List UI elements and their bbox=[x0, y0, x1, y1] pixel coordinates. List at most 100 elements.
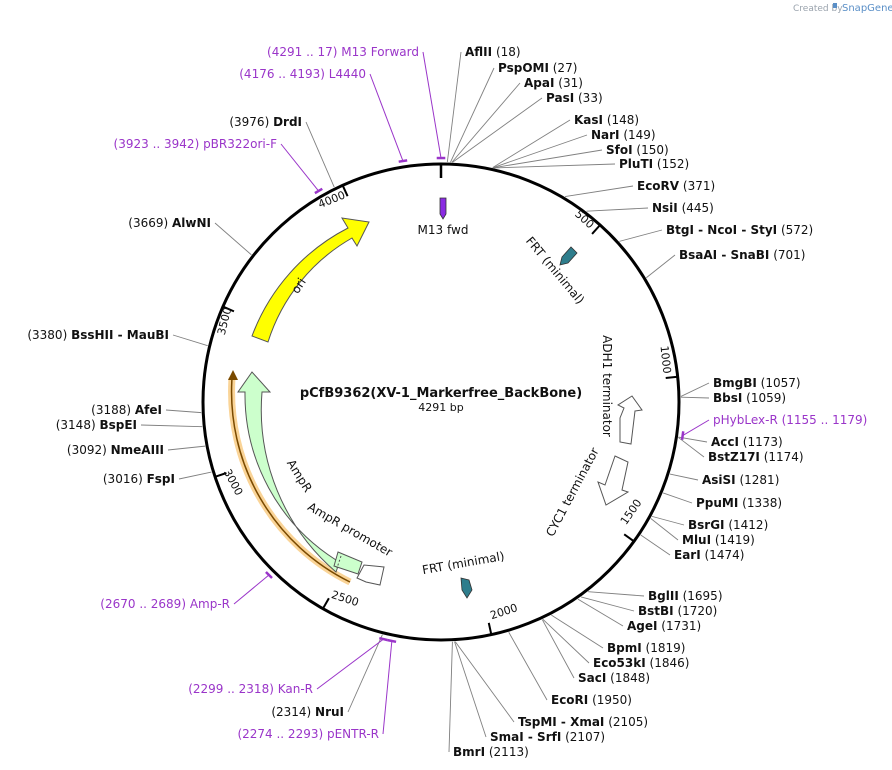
enzyme-position: (1059) bbox=[742, 391, 786, 405]
primer-label[interactable]: (2299 .. 2318) Kan-R bbox=[188, 682, 313, 696]
feature-adh1-terminator[interactable]: ADH1 terminator bbox=[600, 335, 643, 445]
enzyme-position: (3092) bbox=[67, 443, 111, 457]
enzyme-line bbox=[669, 473, 699, 481]
enzyme-position: (1819) bbox=[642, 641, 686, 655]
enzyme-site-label[interactable]: SmaI - SrfI (2107) bbox=[490, 730, 605, 744]
primer-line bbox=[382, 640, 393, 735]
enzyme-line bbox=[651, 515, 685, 526]
enzyme-position: (1720) bbox=[674, 604, 718, 618]
enzyme-site-label[interactable]: EcoRI (1950) bbox=[551, 693, 632, 707]
enzyme-site-label[interactable]: (3092) NmeAIII bbox=[67, 443, 164, 457]
feature-label-m13-fwd: M13 fwd bbox=[418, 223, 469, 237]
enzyme-position: (152) bbox=[653, 157, 689, 171]
enzyme-name: PspOMI bbox=[498, 61, 549, 75]
enzyme-site-label[interactable]: PpuMI (1338) bbox=[696, 496, 782, 510]
primer-name: Kan-R bbox=[278, 682, 313, 696]
feature-frt-minimal-1[interactable]: FRT (minimal) bbox=[523, 234, 587, 307]
enzyme-site-label[interactable]: AsiSI (1281) bbox=[702, 473, 779, 487]
enzyme-site-label[interactable]: MluI (1419) bbox=[682, 533, 755, 547]
tick-mark bbox=[322, 597, 330, 610]
enzyme-name: PluTI bbox=[619, 157, 653, 171]
enzyme-site-label[interactable]: NarI (149) bbox=[591, 128, 656, 142]
primer-range: (2299 .. 2318) bbox=[188, 682, 278, 696]
tick-mark bbox=[487, 622, 493, 635]
enzyme-position: (3148) bbox=[56, 418, 100, 432]
enzyme-name: NarI bbox=[591, 128, 620, 142]
enzyme-name: ApaI bbox=[524, 76, 554, 90]
enzyme-site-label[interactable]: EcoRV (371) bbox=[637, 179, 715, 193]
enzyme-site-label[interactable]: TspMI - XmaI (2105) bbox=[518, 715, 648, 729]
primer-binding-mark bbox=[265, 571, 273, 579]
feature-ampr[interactable]: AmpR bbox=[237, 371, 339, 573]
enzyme-site-label[interactable]: (3016) FspI bbox=[103, 472, 175, 486]
enzyme-site-label[interactable]: (3188) AfeI bbox=[91, 403, 162, 417]
feature-ampr-promoter[interactable]: AmpR promoter bbox=[305, 500, 395, 586]
enzyme-name: NmeAIII bbox=[111, 443, 164, 457]
primer-name: M13 Forward bbox=[341, 45, 419, 59]
enzyme-site-label[interactable]: BsrGI (1412) bbox=[688, 518, 768, 532]
plasmid-name: pCfB9362(XV-1_Markerfree_BackBone) bbox=[300, 386, 582, 401]
enzyme-site-label[interactable]: NsiI (445) bbox=[652, 201, 714, 215]
enzyme-name: EarI bbox=[674, 548, 701, 562]
primer-label[interactable]: (4291 .. 17) M13 Forward bbox=[267, 45, 419, 59]
enzyme-name: BssHII - MauBI bbox=[71, 328, 169, 342]
primer-label[interactable]: (2670 .. 2689) Amp-R bbox=[100, 597, 230, 611]
enzyme-site-label[interactable]: (3976) DrdI bbox=[229, 115, 302, 129]
enzyme-line bbox=[551, 614, 604, 649]
enzyme-site-label[interactable]: PspOMI (27) bbox=[498, 61, 577, 75]
enzyme-line bbox=[680, 396, 710, 399]
cyc1-terminator-arrow bbox=[597, 455, 630, 506]
primer-name: pBR322ori-F bbox=[203, 137, 277, 151]
primer-label[interactable]: (3923 .. 3942) pBR322ori-F bbox=[114, 137, 278, 151]
enzyme-site-label[interactable]: PluTI (152) bbox=[619, 157, 689, 171]
enzyme-site-label[interactable]: KasI (148) bbox=[574, 113, 639, 127]
enzyme-line bbox=[662, 492, 693, 504]
enzyme-site-label[interactable]: BstZ17I (1174) bbox=[708, 450, 804, 464]
enzyme-position: (445) bbox=[678, 201, 714, 215]
enzyme-site-label[interactable]: (3148) BspEI bbox=[56, 418, 137, 432]
enzyme-line bbox=[165, 409, 202, 414]
enzyme-site-label[interactable]: BpmI (1819) bbox=[607, 641, 685, 655]
enzyme-site-label[interactable]: BtgI - NcoI - StyI (572) bbox=[666, 223, 813, 237]
feature-frt-minimal-2[interactable]: FRT (minimal) bbox=[421, 549, 505, 599]
enzyme-site-label[interactable]: BglII (1695) bbox=[648, 589, 723, 603]
enzyme-site-label[interactable]: (2314) NruI bbox=[271, 705, 344, 719]
enzyme-position: (1950) bbox=[588, 693, 632, 707]
enzyme-name: BspEI bbox=[99, 418, 137, 432]
feature-m13-fwd[interactable]: M13 fwd bbox=[418, 197, 469, 237]
enzyme-line bbox=[508, 632, 548, 701]
enzyme-name: AsiSI bbox=[702, 473, 736, 487]
enzyme-line bbox=[586, 207, 649, 212]
primer-label[interactable]: (4176 .. 4193) L4440 bbox=[239, 67, 366, 81]
enzyme-line bbox=[454, 641, 515, 723]
enzyme-site-label[interactable]: PasI (33) bbox=[546, 91, 603, 105]
enzyme-site-label[interactable]: BmgBI (1057) bbox=[713, 376, 801, 390]
enzyme-site-label[interactable]: EarI (1474) bbox=[674, 548, 744, 562]
ampr-arrow bbox=[237, 371, 339, 573]
enzyme-site-label[interactable]: ApaI (31) bbox=[524, 76, 583, 90]
enzyme-site-label[interactable]: AccI (1173) bbox=[711, 435, 783, 449]
enzyme-site-label[interactable]: (3380) BssHII - MauBI bbox=[27, 328, 169, 342]
enzyme-position: (1281) bbox=[736, 473, 780, 487]
enzyme-position: (1731) bbox=[657, 619, 701, 633]
enzyme-position: (2314) bbox=[271, 705, 315, 719]
primer-binding-mark bbox=[398, 159, 408, 163]
feature-cyc1-terminator[interactable]: CYC1 terminator bbox=[543, 445, 630, 539]
enzyme-site-label[interactable]: SacI (1848) bbox=[578, 671, 650, 685]
enzyme-site-label[interactable]: BbsI (1059) bbox=[713, 391, 786, 405]
primer-label[interactable]: pHybLex-R (1155 .. 1179) bbox=[713, 413, 867, 427]
enzyme-line bbox=[640, 534, 671, 556]
enzyme-site-label[interactable]: AflII (18) bbox=[465, 45, 521, 59]
enzyme-position: (2107) bbox=[561, 730, 605, 744]
enzyme-site-label[interactable]: (3669) AlwNI bbox=[128, 216, 211, 230]
enzyme-site-label[interactable]: AgeI (1731) bbox=[627, 619, 701, 633]
enzyme-name: FspI bbox=[147, 472, 175, 486]
primer-label[interactable]: (2274 .. 2293) pENTR-R bbox=[237, 727, 379, 741]
enzyme-site-label[interactable]: BsaAI - SnaBI (701) bbox=[679, 248, 805, 262]
enzyme-site-label[interactable]: SfoI (150) bbox=[606, 143, 669, 157]
enzyme-site-label[interactable]: BstBI (1720) bbox=[638, 604, 717, 618]
enzyme-site-label[interactable]: BmrI (2113) bbox=[453, 745, 529, 759]
enzyme-site-label[interactable]: Eco53kI (1846) bbox=[593, 656, 689, 670]
enzyme-position: (3669) bbox=[128, 216, 172, 230]
enzyme-line bbox=[678, 437, 705, 458]
